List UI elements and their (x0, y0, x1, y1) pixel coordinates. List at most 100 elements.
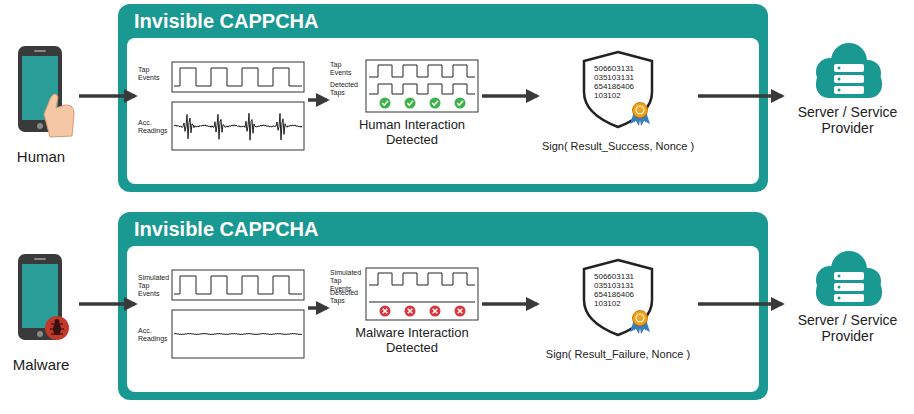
text-slot: Sign( Result_Failure, Nonce ) (540, 348, 696, 361)
node-label: Tap Events (138, 66, 172, 82)
cross-marks (405, 306, 416, 317)
node-label: 506603131 035103131 654186406 103102 (594, 64, 648, 100)
check-marks (430, 98, 441, 109)
detection-plot: Simulated Tap EventsDetected TapsMalware… (330, 266, 480, 366)
node-label: Malware Interaction Detected (344, 326, 480, 356)
check-marks (380, 98, 391, 109)
bug-icon (50, 324, 64, 334)
check-marks (405, 98, 416, 109)
signal-waveform (174, 333, 302, 335)
node-label: Malware (5, 356, 77, 373)
cappcha-panel: Invisible CAPPCHA Simulated Tap EventsAcc… (118, 212, 768, 400)
signal-waveform (174, 113, 302, 140)
text-slot: Server / Service Provider (785, 104, 910, 136)
cross-marks (380, 306, 391, 317)
check-marks (405, 98, 416, 109)
cross-marks (408, 309, 413, 314)
bug-icon (55, 319, 60, 324)
check-marks (407, 101, 413, 105)
cappcha-panel: Invisible CAPPCHA Tap EventsAcc. Readings… (118, 4, 768, 192)
human-row (18, 4, 882, 192)
flow-arrow (308, 306, 327, 310)
text-slot: Sign( Result_Success, Nonce ) (540, 140, 696, 153)
row-graphics (18, 4, 882, 192)
signature-shield: 506603131 035103131 654186406 103102Sign… (540, 50, 696, 162)
bug-icon (45, 316, 69, 340)
check-marks (380, 98, 466, 109)
node-label: Tap Events (330, 61, 364, 77)
malware-row (18, 212, 882, 400)
signal-waveform (174, 68, 302, 86)
node-label: 506603131 035103131 654186406 103102 (594, 272, 648, 308)
bug-icon (53, 323, 61, 335)
check-marks (455, 98, 466, 109)
text-slot: Acc. Readings (138, 327, 172, 343)
node-label: Human (5, 148, 77, 165)
cross-marks (383, 309, 388, 314)
check-marks (457, 101, 463, 105)
text-slot: Human Interaction Detected (344, 118, 480, 148)
flow-arrow (698, 94, 782, 98)
node-label: Sign( Result_Failure, Nonce ) (540, 348, 696, 361)
text-slot: Acc. Readings (138, 119, 172, 135)
cross-marks (430, 306, 441, 317)
node-label: Human Interaction Detected (344, 118, 480, 148)
text-slot: Detected Taps (330, 81, 364, 97)
server-node: Server / Service Provider (785, 248, 910, 360)
signal-waveform (174, 276, 302, 294)
signal-waveform (369, 273, 475, 285)
cross-marks (433, 309, 438, 314)
node-label: Server / Service Provider (785, 104, 910, 136)
flow-arrow (79, 302, 135, 306)
flow-arrow (698, 302, 782, 306)
text-slot: 506603131 035103131 654186406 103102 (594, 64, 648, 100)
check-marks (380, 98, 391, 109)
sensor-plot: Simulated Tap EventsAcc. Readings (138, 266, 306, 362)
cross-marks (430, 306, 441, 317)
node-label: Simulated Tap Events (138, 274, 172, 298)
node-label: Server / Service Provider (785, 312, 910, 344)
flow-arrow (482, 302, 537, 306)
text-slot: Human (5, 148, 77, 165)
check-marks (430, 98, 441, 109)
text-slot: Invisible CAPPCHA (134, 218, 454, 241)
text-slot: Tap Events (138, 66, 172, 82)
text-slot: Detected Taps (330, 289, 364, 305)
check-marks (455, 98, 466, 109)
cross-marks (380, 306, 466, 317)
cross-marks (455, 306, 466, 317)
text-slot: Server / Service Provider (785, 312, 910, 344)
flow-arrow (308, 98, 327, 102)
text-slot: Malware Interaction Detected (344, 326, 480, 356)
hand-icon (44, 94, 74, 137)
phone-node: Malware (5, 252, 77, 380)
sensor-plot: Tap EventsAcc. Readings (138, 58, 306, 154)
node-label: Acc. Readings (138, 327, 172, 343)
bug-icon (45, 316, 69, 340)
server-node: Server / Service Provider (785, 40, 910, 152)
row-graphics (18, 212, 882, 400)
check-marks (382, 101, 388, 105)
text-slot: Tap Events (330, 61, 364, 77)
text-slot: Malware (5, 356, 77, 373)
cross-marks (380, 306, 391, 317)
phone-node: Human (5, 44, 77, 172)
node-label: Detected Taps (330, 81, 364, 97)
text-slot: Invisible CAPPCHA (134, 10, 454, 33)
signal-waveform (369, 84, 475, 94)
cross-marks (405, 306, 416, 317)
signal-waveform (369, 302, 475, 303)
cross-marks (458, 309, 463, 314)
node-label: Detected Taps (330, 289, 364, 305)
cross-marks (455, 306, 466, 317)
detection-plot: Tap EventsDetected TapsHuman Interaction… (330, 58, 480, 158)
node-label: Sign( Result_Success, Nonce ) (540, 140, 696, 153)
node-label: Invisible CAPPCHA (134, 10, 454, 33)
check-marks (432, 101, 438, 105)
node-label: Invisible CAPPCHA (134, 218, 454, 241)
node-label: Acc. Readings (138, 119, 172, 135)
signal-waveform (369, 65, 475, 77)
flow-arrow (482, 94, 537, 98)
